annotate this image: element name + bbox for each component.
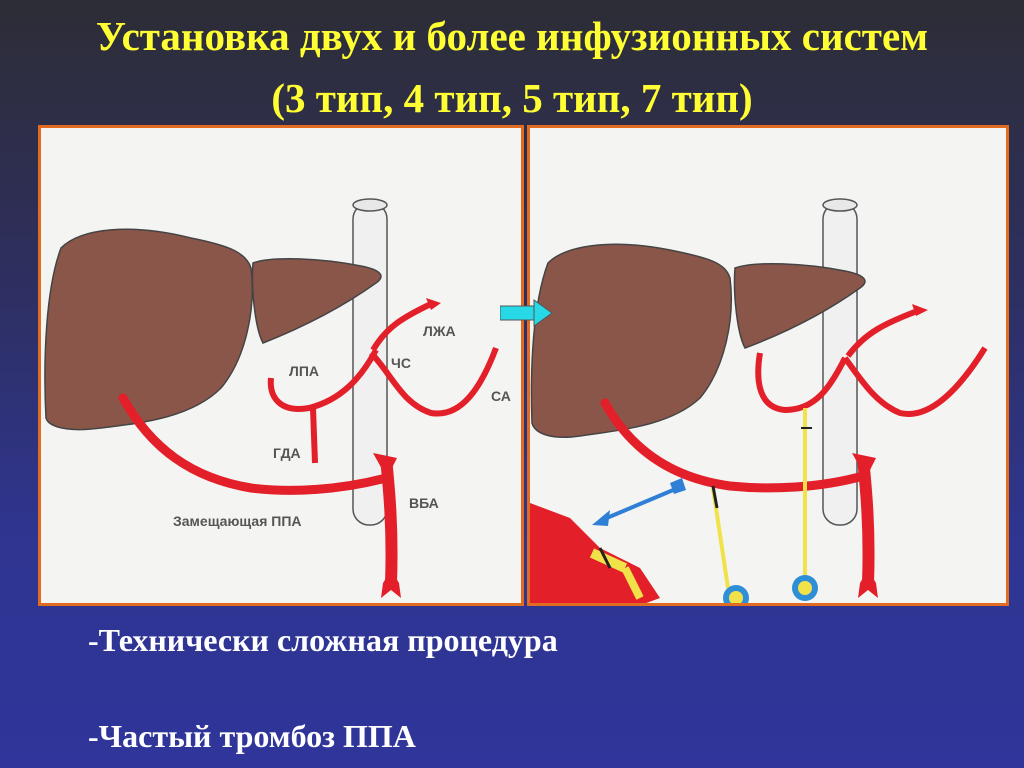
blue-arrow-head	[592, 510, 610, 526]
replacing-hepatic-artery	[118, 393, 391, 495]
label-lzha: ЛЖА	[423, 323, 456, 339]
diagram-panel-right	[527, 125, 1009, 606]
label-lpa: ЛПА	[289, 363, 319, 379]
left-hepatic-artery	[755, 352, 848, 414]
liver-left-lobe	[251, 258, 382, 344]
left-gastric-end	[912, 304, 928, 316]
left-hepatic-artery	[267, 348, 379, 412]
anatomy-diagram-left: ЛЖА ЛПА ЧС СА ГДА ВБА Замещающая ППА	[44, 198, 511, 598]
left-gastric-artery	[370, 300, 435, 352]
sma-end	[858, 570, 878, 598]
left-gastric-artery	[845, 307, 922, 358]
left-gastric-end	[426, 298, 441, 310]
label-sa: СА	[491, 388, 511, 404]
sma-junction	[373, 453, 397, 478]
liver-right-lobe	[530, 243, 732, 438]
sma-junction	[852, 453, 876, 478]
slide-title-line1: Установка двух и более инфузионных систе…	[95, 13, 929, 59]
label-gda: ГДА	[273, 445, 301, 461]
label-vba: ВБА	[409, 495, 439, 511]
label-ppa: Замещающая ППА	[173, 513, 302, 529]
replacing-hepatic-artery	[600, 398, 868, 493]
sma-end	[381, 570, 401, 598]
aorta-top	[822, 198, 858, 212]
anatomy-diagram-right	[530, 198, 988, 603]
blue-arrow-shaft	[601, 486, 679, 522]
ligature-1	[711, 485, 719, 509]
liver-left-lobe	[733, 263, 866, 349]
liver-right-lobe	[44, 228, 253, 431]
inset-ligature	[598, 547, 612, 569]
diagram-panel-left: ЛЖА ЛПА ЧС СА ГДА ВБА Замещающая ППА	[38, 125, 524, 606]
arrow-right-icon	[500, 299, 553, 327]
bullet-1: -Технически сложная процедура	[88, 622, 558, 658]
aorta-top	[352, 198, 388, 212]
inset-catheter-end	[621, 566, 644, 600]
inset-catheter	[589, 548, 628, 573]
bullet-2: -Частый тромбоз ППА	[88, 718, 416, 754]
slide-title-line2: (3 тип, 4 тип, 5 тип, 7 тип)	[271, 75, 753, 121]
splenic-artery	[842, 346, 988, 417]
port-1-center	[729, 591, 743, 603]
gda-artery	[310, 407, 318, 464]
port-2-center	[798, 581, 812, 595]
splenic-artery	[368, 346, 499, 417]
label-chs: ЧС	[391, 355, 411, 371]
blue-arrow-tail	[670, 478, 686, 494]
